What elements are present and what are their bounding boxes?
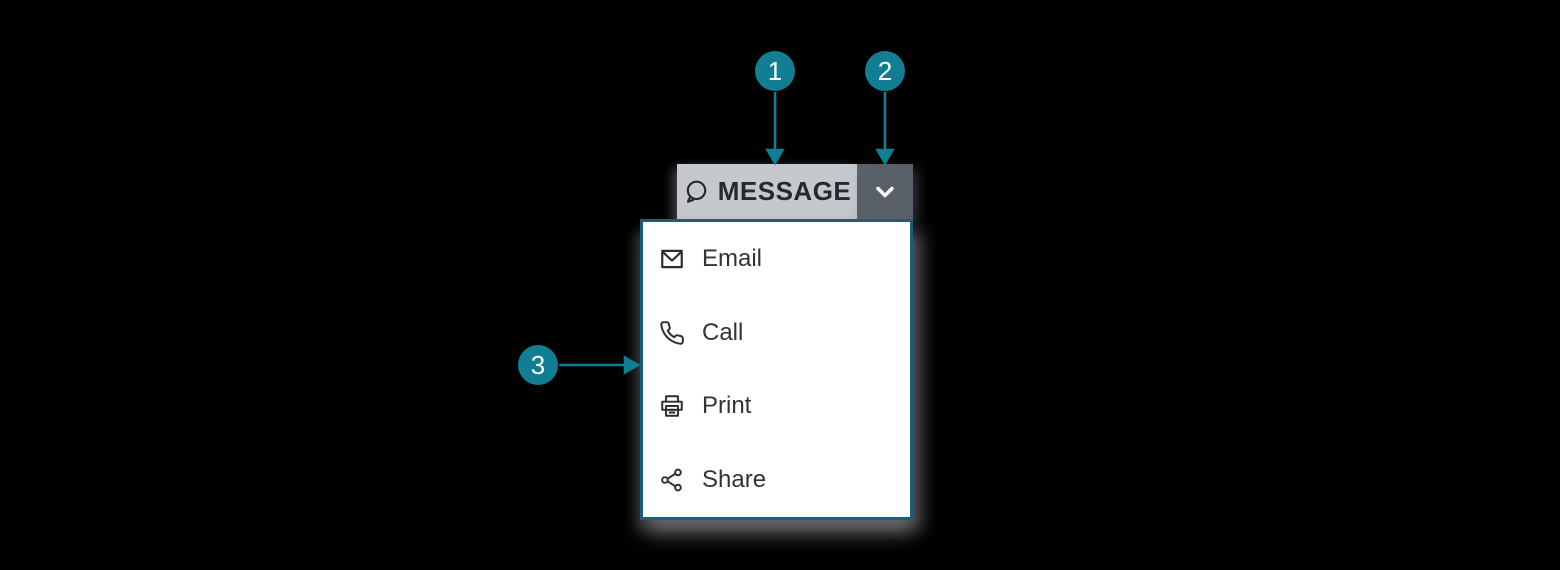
callout-arrowhead-2 bbox=[875, 148, 895, 166]
message-bubble-icon bbox=[686, 180, 707, 203]
chevron-down-icon bbox=[876, 186, 894, 197]
menu-item-share[interactable]: Share bbox=[643, 443, 910, 517]
callout-arrowhead-3 bbox=[623, 355, 641, 375]
callout-arrowhead-1 bbox=[765, 148, 785, 166]
share-icon bbox=[661, 468, 682, 492]
callout-badge-3: 3 bbox=[518, 345, 558, 385]
menu-item-label: Share bbox=[702, 466, 767, 494]
printer-icon bbox=[661, 395, 683, 418]
menu-item-email[interactable]: Email bbox=[643, 222, 910, 296]
callout-number: 2 bbox=[877, 56, 893, 86]
menu-item-label: Email bbox=[702, 244, 763, 272]
phone-icon bbox=[660, 320, 684, 345]
callout-number: 3 bbox=[530, 350, 546, 380]
message-button[interactable]: MESSAGE bbox=[677, 164, 857, 219]
menu-item-call[interactable]: Call bbox=[643, 296, 910, 370]
callout-number: 1 bbox=[767, 56, 783, 86]
menu-item-label: Call bbox=[702, 318, 744, 346]
callout-badge-1: 1 bbox=[755, 51, 795, 91]
dropdown-toggle-button[interactable] bbox=[857, 164, 913, 219]
email-icon bbox=[661, 249, 683, 269]
menu-item-label: Print bbox=[702, 392, 752, 420]
menu-item-print[interactable]: Print bbox=[643, 370, 910, 444]
message-button-label: MESSAGE bbox=[717, 176, 852, 206]
dropdown-menu: Email Call Print Share bbox=[640, 219, 913, 520]
callout-badge-2: 2 bbox=[865, 51, 905, 91]
